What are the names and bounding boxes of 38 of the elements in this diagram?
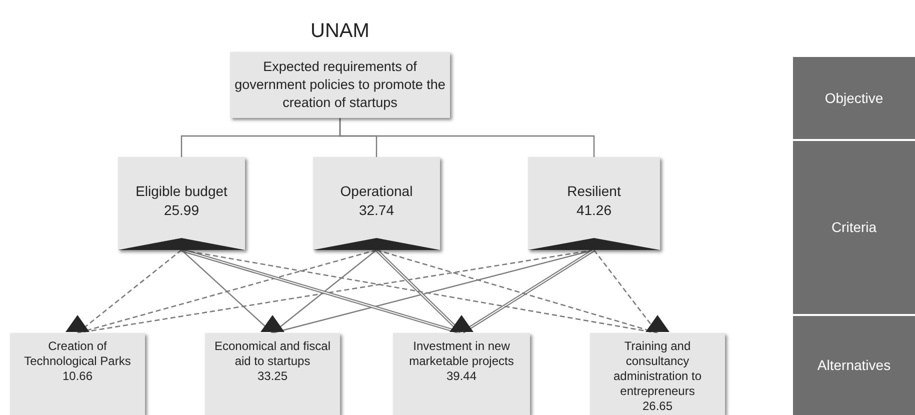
- node-label: Economical and fiscal aid to startups: [213, 339, 332, 369]
- node-label: Criteria: [831, 218, 877, 237]
- double-line: [375, 248, 463, 334]
- connector-line: [77, 250, 182, 334]
- node-label: Training and consultancy administration to entrepreneurs: [612, 339, 703, 399]
- node-label: Expected requirements of government policies to promote the creation of startups: [234, 58, 446, 112]
- weight-value: 25.99: [164, 201, 200, 220]
- alternative-box: [590, 333, 725, 415]
- node-label: Operational: [340, 182, 413, 201]
- weight-value: 33.25: [257, 369, 288, 384]
- weight-value: 39.44: [446, 369, 477, 384]
- criterion-box: [313, 157, 440, 250]
- node-label: Alternatives: [817, 356, 891, 375]
- double-line: [181, 248, 462, 335]
- goal-box: [230, 52, 450, 118]
- connector-line: [339, 118, 595, 157]
- node-label: Resilient: [567, 182, 621, 201]
- connector-line: [376, 249, 658, 334]
- level-band: [793, 141, 915, 314]
- alternative-box: [393, 333, 530, 415]
- node-label: Creation of Technological Parks: [23, 339, 132, 369]
- weight-value: 41.26: [576, 201, 612, 220]
- double-line: [460, 248, 595, 334]
- criterion-box: [118, 157, 245, 250]
- diagram-title: UNAM: [310, 20, 370, 43]
- level-band: [793, 57, 915, 139]
- level-band: [793, 316, 915, 415]
- node-label: Investment in new marketable projects: [408, 339, 515, 369]
- criterion-box: [528, 157, 660, 250]
- weight-value: 32.74: [358, 201, 394, 220]
- connector-line: [593, 250, 658, 334]
- alternative-box: [10, 333, 145, 415]
- connector-line: [181, 250, 273, 334]
- weight-value: 10.66: [62, 369, 93, 384]
- alternative-box: [205, 333, 340, 415]
- node-label: Eligible budget: [136, 182, 228, 201]
- node-label: Objective: [824, 88, 884, 108]
- weight-value: 26.65: [642, 399, 673, 414]
